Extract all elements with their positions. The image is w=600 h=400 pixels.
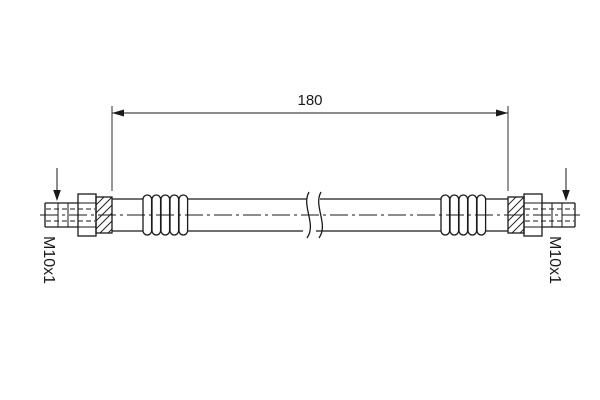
right-corrugation bbox=[440, 194, 487, 236]
hose-body-left bbox=[112, 198, 143, 232]
hose-body-right bbox=[486, 198, 508, 232]
left-tube-stub bbox=[44, 202, 95, 228]
right-thread-arrowhead bbox=[562, 190, 570, 201]
left-thread-callout: M10x1 bbox=[40, 168, 61, 284]
right-tube-stub bbox=[525, 202, 576, 228]
hose-body-mid-right bbox=[316, 198, 441, 232]
right-sleeve-hatching bbox=[507, 196, 525, 234]
length-dimension: 180 bbox=[111, 92, 509, 191]
break-symbol bbox=[306, 191, 324, 239]
left-corrugation bbox=[142, 194, 189, 236]
right-thread-label: M10x1 bbox=[546, 236, 563, 284]
left-sleeve-hatching bbox=[95, 196, 113, 234]
right-thread-callout: M10x1 bbox=[546, 168, 570, 284]
dimension-arrowhead-right bbox=[496, 109, 508, 117]
hose-outline bbox=[44, 191, 576, 239]
dimension-arrowhead-left bbox=[112, 109, 124, 117]
left-thread-label: M10x1 bbox=[40, 236, 57, 284]
dimension-label: 180 bbox=[297, 92, 322, 109]
hose-body-mid-left bbox=[188, 198, 307, 232]
left-crimp-sleeve bbox=[95, 196, 113, 234]
right-crimp-sleeve bbox=[507, 196, 525, 234]
right-fitting-nut bbox=[523, 193, 543, 237]
left-thread-arrowhead bbox=[53, 190, 61, 201]
